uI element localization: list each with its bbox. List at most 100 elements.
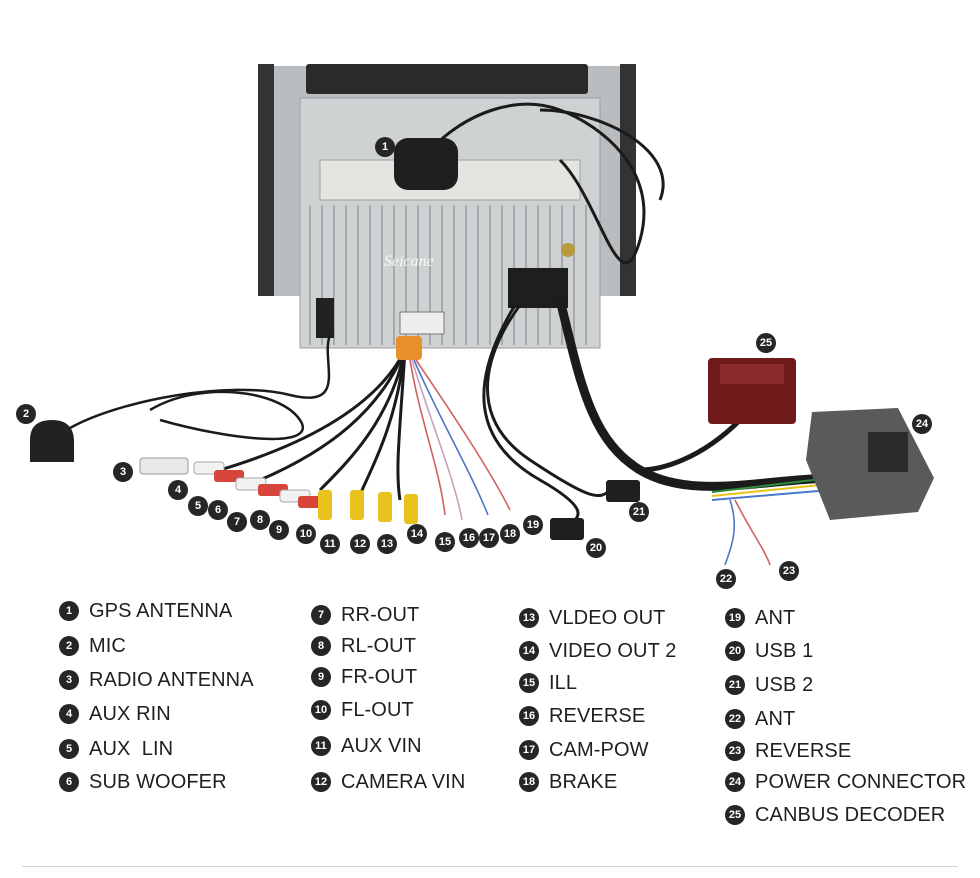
legend-badge: 23	[725, 741, 745, 761]
callout-5: 5	[188, 496, 208, 516]
legend-label: RR-OUT	[341, 603, 420, 626]
callout-2: 2	[16, 404, 36, 424]
legend-badge: 24	[725, 772, 745, 792]
legend-badge: 6	[59, 772, 79, 792]
callout-17: 17	[479, 528, 499, 548]
legend-item-16: 16 REVERSE	[519, 703, 645, 729]
callout-22: 22	[716, 569, 736, 589]
canbus-decoder	[708, 358, 796, 424]
legend-badge: 4	[59, 704, 79, 724]
callout-18: 18	[500, 524, 520, 544]
legend-label: POWER CONNECTOR	[755, 770, 967, 793]
legend-badge: 14	[519, 641, 539, 661]
callout-3: 3	[113, 462, 133, 482]
legend-badge: 5	[59, 739, 79, 759]
callout-11: 11	[320, 534, 340, 554]
mic-socket	[316, 298, 334, 338]
legend-badge: 10	[311, 700, 331, 720]
legend-badge: 16	[519, 706, 539, 726]
usb-cables	[482, 304, 640, 540]
legend-label: CAMERA VIN	[341, 770, 466, 793]
legend-label: RL-OUT	[341, 634, 417, 657]
mic-head	[30, 420, 74, 462]
legend-badge: 21	[725, 675, 745, 695]
callout-10: 10	[296, 524, 316, 544]
legend-item-4: 4 AUX RIN	[59, 701, 171, 727]
av-socket	[399, 311, 445, 335]
legend-badge: 12	[311, 772, 331, 792]
rca-harness	[193, 336, 422, 524]
callout-4: 4	[168, 480, 188, 500]
legend-label: FR-OUT	[341, 665, 418, 688]
harness-clip	[396, 336, 422, 360]
callout-24: 24	[912, 414, 932, 434]
usb-1-plug	[550, 518, 584, 540]
legend-item-17: 17 CAM-POW	[519, 737, 649, 763]
gps-puck	[394, 138, 458, 190]
legend-label: FL-OUT	[341, 698, 414, 721]
legend-label: GPS ANTENNA	[89, 599, 233, 622]
callout-1: 1	[375, 137, 395, 157]
legend-label: ILL	[549, 671, 578, 694]
legend-item-6: 6 SUB WOOFER	[59, 769, 227, 795]
legend-item-10: 10 FL-OUT	[311, 697, 414, 723]
head-unit: Seicane	[258, 64, 636, 349]
legend-item-3: 3 RADIO ANTENNA	[59, 667, 254, 693]
legend-label: RADIO ANTENNA	[89, 668, 254, 691]
wiring-diagram: Seicane	[16, 64, 934, 589]
legend-label: VIDEO OUT 2	[549, 639, 677, 662]
legend-badge: 8	[311, 636, 331, 656]
legend-label: ANT	[755, 606, 796, 629]
callout-12: 12	[350, 534, 370, 554]
legend-label: BRAKE	[549, 770, 618, 793]
legend-item-21: 21 USB 2	[725, 672, 813, 698]
legend-badge: 9	[311, 667, 331, 687]
footer-divider	[22, 866, 958, 867]
legend-label: REVERSE	[549, 704, 646, 727]
power-harness	[555, 298, 934, 566]
legend-badge: 3	[59, 670, 79, 690]
legend-label: AUX LIN	[89, 737, 174, 760]
callout-13: 13	[377, 534, 397, 554]
radio-antenna-plug	[139, 457, 189, 475]
legend-item-5: 5 AUX LIN	[59, 736, 173, 762]
legend-badge: 15	[519, 673, 539, 693]
legend-label: USB 2	[755, 673, 814, 696]
legend-badge: 18	[519, 772, 539, 792]
legend-item-12: 12 CAMERA VIN	[311, 769, 465, 795]
legend-item-14: 14 VIDEO OUT 2	[519, 638, 676, 664]
radio-antenna-socket	[561, 243, 575, 257]
callout-19: 19	[523, 515, 543, 535]
legend-label: VLDEO OUT	[549, 606, 666, 629]
callout-25: 25	[756, 333, 776, 353]
legend-item-24: 24 POWER CONNECTOR	[725, 769, 966, 795]
usb-2-plug	[606, 480, 640, 502]
legend-badge: 2	[59, 636, 79, 656]
callout-15: 15	[435, 532, 455, 552]
callout-7: 7	[227, 512, 247, 532]
callout-14: 14	[407, 524, 427, 544]
legend-item-8: 8 RL-OUT	[311, 633, 416, 659]
legend-label: CAM-POW	[549, 738, 649, 761]
legend-label: AUX RIN	[89, 702, 171, 725]
legend-badge: 22	[725, 709, 745, 729]
top-clip	[306, 64, 588, 94]
legend-badge: 25	[725, 805, 745, 825]
legend-item-22: 22 ANT	[725, 706, 795, 732]
legend-label: MIC	[89, 634, 126, 657]
legend-label: SUB WOOFER	[89, 770, 227, 793]
legend-badge: 19	[725, 608, 745, 628]
callout-21: 21	[629, 502, 649, 522]
power-connector-socket	[868, 432, 908, 472]
head-unit-illustration: Seicane	[30, 64, 934, 566]
brand-watermark: Seicane	[384, 253, 434, 270]
legend-label: ANT	[755, 707, 796, 730]
legend-badge: 17	[519, 740, 539, 760]
callout-16: 16	[459, 528, 479, 548]
signal-wires	[409, 359, 511, 521]
